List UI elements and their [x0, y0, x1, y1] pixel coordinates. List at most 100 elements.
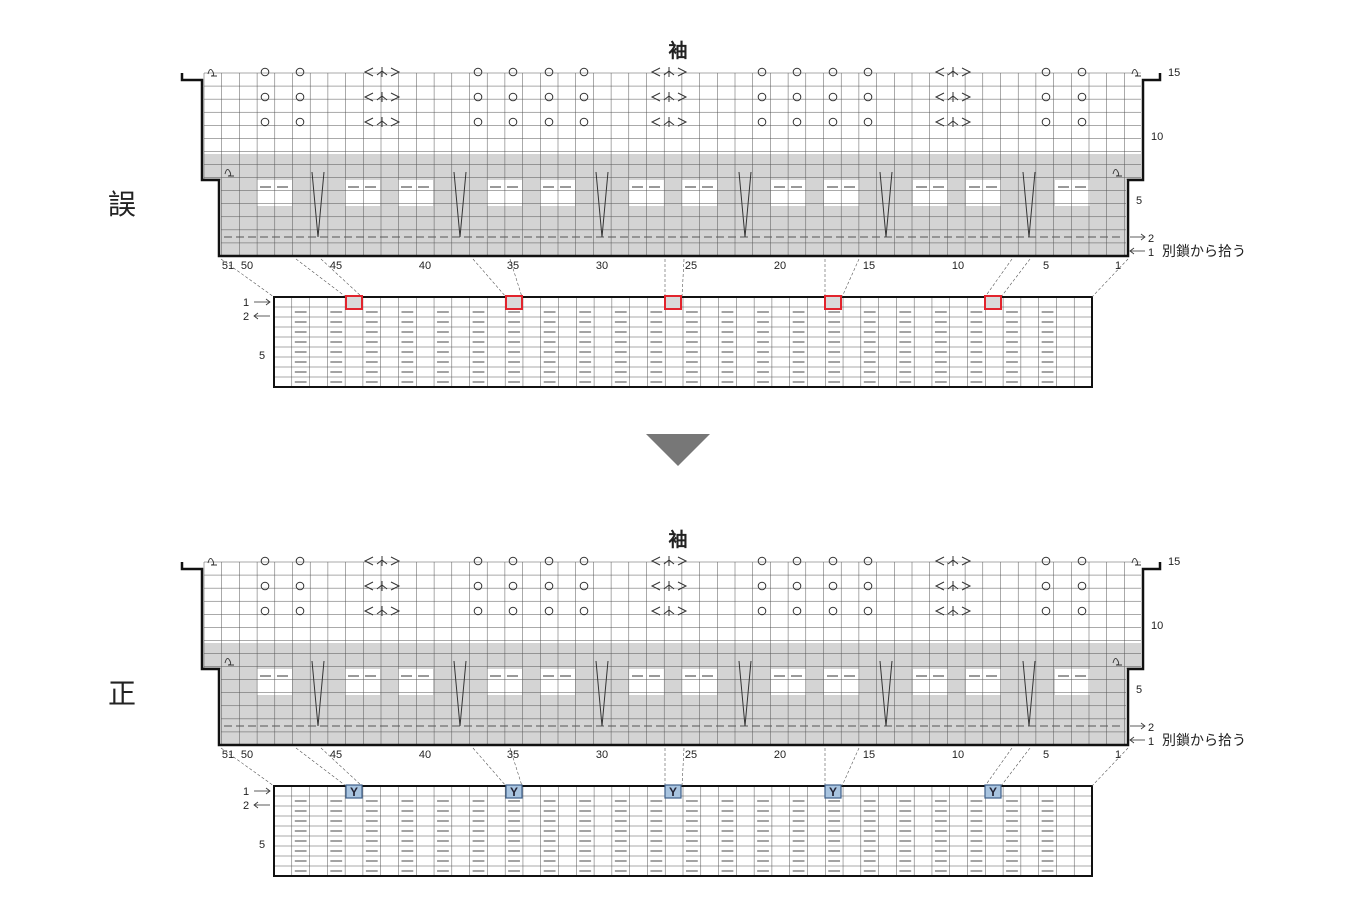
column-number-50: 50: [241, 749, 253, 761]
connector-line: [681, 258, 685, 298]
connector-line: [509, 747, 523, 787]
yarn-over-symbol: [579, 606, 589, 616]
column-number-25: 25: [685, 260, 697, 272]
center-decrease-mark: [376, 584, 388, 590]
column-number-40: 40: [419, 260, 431, 272]
decrease-cluster-symbol: [363, 117, 401, 127]
long-decrease-symbol: [879, 660, 893, 727]
twist-symbol: [207, 558, 217, 566]
yarn-over-symbol: [863, 606, 873, 616]
yarn-over-symbol: [579, 67, 589, 77]
column-number-51: 51: [222, 260, 234, 272]
yarn-over-symbol: [473, 117, 483, 127]
yarn-over-symbol: [792, 606, 802, 616]
purl-window: [487, 669, 522, 695]
right-decrease-mark: [677, 606, 688, 616]
stitch-grid: [203, 561, 1141, 746]
yarn-over-symbol: [295, 606, 305, 616]
yarn-over-symbol: [473, 581, 483, 591]
band-row-number-2: 2: [243, 800, 249, 812]
yarn-over-symbol: [757, 117, 767, 127]
yarn-over-symbol: [508, 606, 518, 616]
yarn-over-symbol: [792, 117, 802, 127]
yarn-over-symbol: [757, 67, 767, 77]
yarn-over-symbol: [1077, 581, 1087, 591]
band-grid: [273, 785, 1093, 877]
right-decrease-mark: [677, 67, 688, 77]
row-number-10: 10: [1151, 620, 1163, 632]
long-decrease-symbol: [879, 171, 893, 238]
left-decrease-mark: [363, 556, 374, 566]
left-decrease-mark: [650, 581, 661, 591]
band-row-number-5: 5: [259, 350, 265, 362]
yarn-over-symbol: [544, 581, 554, 591]
pickup-row-2: 2: [1148, 722, 1154, 734]
purl-window: [913, 180, 948, 206]
yarn-over-symbol: [828, 92, 838, 102]
left-decrease-mark: [934, 117, 945, 127]
connector-line: [841, 258, 860, 298]
band-arrows: [253, 298, 271, 320]
yarn-over-symbol: [828, 117, 838, 127]
yarn-over-symbol: [579, 556, 589, 566]
column-number-20: 20: [774, 749, 786, 761]
twist-symbol: [1131, 558, 1141, 566]
right-decrease-mark: [677, 581, 688, 591]
yarn-over-symbol: [544, 606, 554, 616]
left-decrease-mark: [650, 117, 661, 127]
purl-window: [257, 180, 292, 206]
left-decrease-mark: [934, 606, 945, 616]
center-decrease-mark: [947, 120, 959, 126]
band-row-number-2: 2: [243, 311, 249, 323]
right-arrow-icon: [265, 298, 271, 306]
right-decrease-mark: [961, 556, 972, 566]
yarn-over-symbol: [295, 92, 305, 102]
yarn-over-symbol: [863, 556, 873, 566]
yarn-over-symbol: [1041, 556, 1051, 566]
left-decrease-mark: [363, 92, 374, 102]
yarn-over-symbol: [544, 67, 554, 77]
right-decrease-mark: [961, 67, 972, 77]
marker-box: [664, 784, 682, 799]
yarn-over-symbol: [508, 556, 518, 566]
decrease-cluster-symbol: [934, 556, 972, 566]
yarn-over-symbol: [1077, 117, 1087, 127]
marker-box: [505, 784, 523, 799]
left-decrease-mark: [363, 581, 374, 591]
yarn-over-symbol: [260, 117, 270, 127]
yarn-over-symbol: [260, 581, 270, 591]
yarn-over-symbol: [863, 581, 873, 591]
connector-line: [1000, 258, 1031, 298]
right-decrease-mark: [961, 606, 972, 616]
right-decrease-mark: [390, 92, 401, 102]
pickup-label: 別鎖から拾う: [1162, 732, 1246, 748]
yarn-over-symbol: [508, 581, 518, 591]
increase-marker: [984, 295, 1002, 310]
center-decrease-mark: [947, 584, 959, 590]
twist-symbol: [1112, 658, 1122, 666]
purl-window: [824, 669, 859, 695]
yarn-over-symbol: [863, 92, 873, 102]
center-decrease-mark: [376, 609, 388, 615]
yarn-over-symbol: [792, 67, 802, 77]
purl-window: [540, 669, 575, 695]
yarn-over-symbol: [579, 117, 589, 127]
connector-line: [220, 747, 275, 787]
row-number-15: 15: [1168, 67, 1180, 79]
yarn-over-symbol: [295, 556, 305, 566]
column-number-35: 35: [507, 260, 519, 272]
column-number-5: 5: [1043, 260, 1049, 272]
yarn-over-symbol: [828, 67, 838, 77]
column-number-1: 1: [1115, 260, 1121, 272]
connector-line: [509, 258, 523, 298]
row-direction-arrows: [1129, 233, 1146, 255]
right-decrease-mark: [961, 92, 972, 102]
yarn-over-symbol: [1077, 67, 1087, 77]
increase-symbol: Y: [510, 785, 518, 799]
column-number-35: 35: [507, 749, 519, 761]
long-decrease-symbol: [453, 171, 467, 238]
yarn-over-symbol: [579, 581, 589, 591]
column-number-25: 25: [685, 749, 697, 761]
shaded-rows: [204, 154, 1141, 180]
connector-line: [320, 747, 363, 787]
